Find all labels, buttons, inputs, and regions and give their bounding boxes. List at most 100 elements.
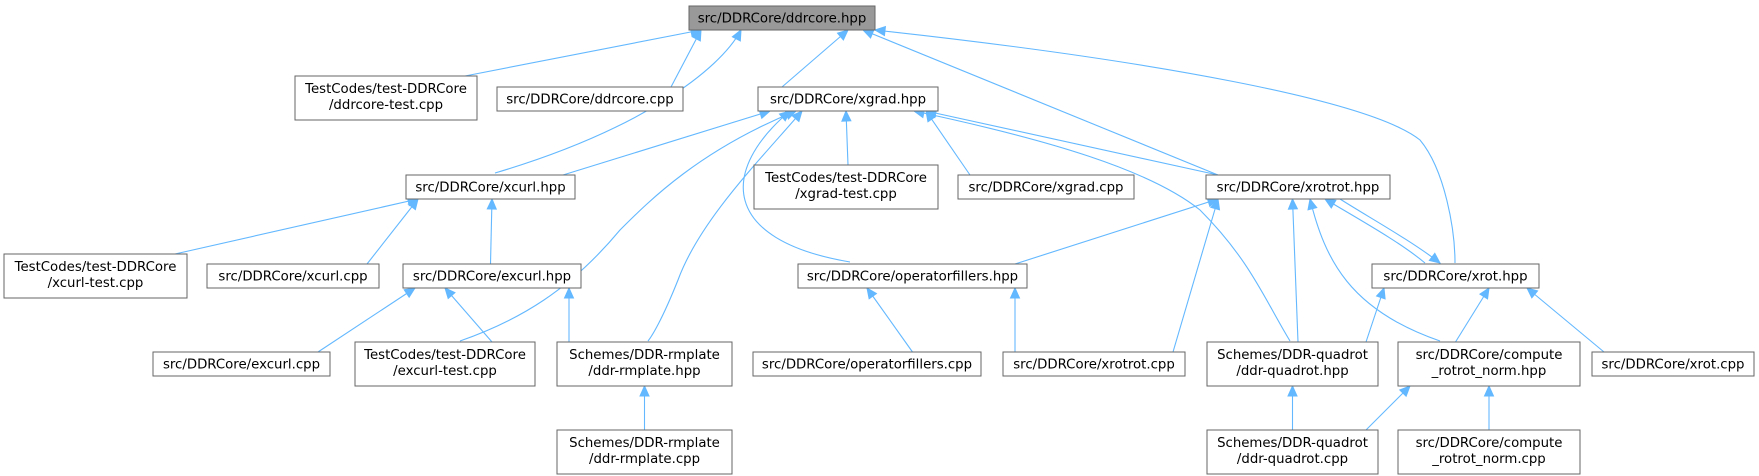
arrowhead-src-ddrcore-xrot-hpp [1375,286,1386,300]
node-box [752,351,982,377]
node-src-ddrcore-compute-rotrot-norm-cpp[interactable]: src/DDRCore/compute_rotrot_norm.cpp [1397,429,1581,475]
arrowhead-src-ddrcore-excurl-hpp [444,287,456,300]
node-label: src/DDRCore/xgrad.hpp [770,93,926,108]
node-label: TestCodes/test-DDRCore [363,348,526,363]
node-box [556,341,733,387]
node-box [354,341,536,387]
node-src-ddrcore-xgrad-cpp[interactable]: src/DDRCore/xgrad.cpp [957,174,1135,200]
edge-src-ddrcore-xgrad-hpp-includes-src-ddrcore-ddrcore-hpp [781,29,849,88]
node-label: /ddr-rmplate.cpp [589,452,700,467]
node-label: src/DDRCore/xcurl.cpp [218,270,367,285]
edge-testcodes-test-ddrcore-excurl-test-cpp-includes-src-ddrcore-excurl-hpp [444,287,493,343]
node-box [753,164,939,210]
node-box [206,263,380,289]
arrowhead-src-ddrcore-excurl-hpp [403,287,417,299]
node-label: src/DDRCore/compute [1416,436,1563,451]
edge-src-ddrcore-xrot-hpp-includes-src-ddrcore-xrotrot-hpp [1324,198,1426,264]
node-box [405,174,576,200]
node-box [496,86,684,112]
node-src-ddrcore-xcurl-hpp[interactable]: src/DDRCore/xcurl.hpp [405,174,576,200]
edge-src-ddrcore-xrotrot-hpp-includes-src-ddrcore-ddrcore-hpp [862,29,1219,176]
node-box [1397,341,1581,387]
node-src-ddrcore-xrot-cpp[interactable]: src/DDRCore/xrot.cpp [1591,351,1755,377]
node-box [1206,341,1379,387]
node-label: /xgrad-test.cpp [795,187,897,202]
node-src-ddrcore-ddrcore-cpp[interactable]: src/DDRCore/ddrcore.cpp [496,86,684,112]
node-testcodes-test-ddrcore-xgrad-test-cpp[interactable]: TestCodes/test-DDRCore/xgrad-test.cpp [753,164,939,210]
node-label: /xcurl-test.cpp [48,276,144,291]
node-label: /ddrcore-test.cpp [329,98,443,113]
edge-src-ddrcore-xcurl-cpp-includes-src-ddrcore-xcurl-hpp [366,198,419,265]
node-label: Schemes/DDR-quadrot [1217,436,1368,451]
node-label: src/DDRCore/operatorfillers.hpp [807,270,1018,285]
node-box [1205,174,1391,200]
node-box [556,429,733,475]
node-schemes-ddr-rmplate-ddr-rmplate-hpp[interactable]: Schemes/DDR-rmplate/ddr-rmplate.hpp [556,341,733,387]
node-label: /ddr-quadrot.cpp [1237,452,1348,467]
arrowhead-src-ddrcore-operatorfillers-hpp [1009,286,1021,299]
arrowhead-src-ddrcore-excurl-hpp [563,286,575,299]
node-box [1591,351,1755,377]
edge-src-ddrcore-xrotrot-hpp-includes-src-ddrcore-xrot-hpp [1339,198,1441,264]
node-src-ddrcore-operatorfillers-hpp[interactable]: src/DDRCore/operatorfillers.hpp [797,263,1028,289]
edge-testcodes-test-ddrcore-ddrcore-test-cpp-includes-src-ddrcore-ddrcore-hpp [464,29,702,77]
node-label: Schemes/DDR-quadrot [1217,348,1368,363]
node-testcodes-test-ddrcore-ddrcore-test-cpp[interactable]: TestCodes/test-DDRCore/ddrcore-test.cpp [294,75,478,121]
node-label: src/DDRCore/xrotrot.hpp [1217,181,1380,196]
arrowhead-src-ddrcore-ddrcore-hpp [873,25,887,37]
nodes-layer: src/DDRCore/ddrcore.hppTestCodes/test-DD… [3,5,1755,475]
arrowhead-src-ddrcore-operatorfillers-hpp [866,287,878,300]
node-label: _rotrot_norm.cpp [1431,452,1546,467]
node-schemes-ddr-quadrot-ddr-quadrot-hpp[interactable]: Schemes/DDR-quadrot/ddr-quadrot.hpp [1206,341,1379,387]
node-schemes-ddr-rmplate-ddr-rmplate-cpp[interactable]: Schemes/DDR-rmplate/ddr-rmplate.cpp [556,429,733,475]
node-testcodes-test-ddrcore-xcurl-test-cpp[interactable]: TestCodes/test-DDRCore/xcurl-test.cpp [3,253,188,299]
edge-src-ddrcore-excurl-cpp-includes-src-ddrcore-excurl-hpp [317,287,416,353]
edge-src-ddrcore-excurl-hpp-includes-src-ddrcore-xcurl-hpp [489,198,493,265]
node-src-ddrcore-xgrad-hpp[interactable]: src/DDRCore/xgrad.hpp [757,86,939,112]
edge-src-ddrcore-operatorfillers-cpp-includes-src-ddrcore-operatorfillers-hpp [866,287,913,353]
node-label: /excurl-test.cpp [393,364,497,379]
node-schemes-ddr-quadrot-ddr-quadrot-cpp[interactable]: Schemes/DDR-quadrot/ddr-quadrot.cpp [1206,429,1379,475]
arrowhead-src-ddrcore-xrotrot-hpp [1323,198,1337,209]
node-label: src/DDRCore/xgrad.cpp [969,181,1124,196]
node-label: src/DDRCore/excurl.hpp [413,270,571,285]
arrowhead-schemes-ddr-rmplate-ddr-rmplate-hpp [639,384,650,397]
node-src-ddrcore-ddrcore-hpp[interactable]: src/DDRCore/ddrcore.hpp [688,5,876,31]
arrowhead-src-ddrcore-xrotrot-hpp [1307,197,1318,211]
node-label: Schemes/DDR-rmplate [569,436,720,451]
node-label: /ddr-rmplate.hpp [588,364,700,379]
node-testcodes-test-ddrcore-excurl-test-cpp[interactable]: TestCodes/test-DDRCore/excurl-test.cpp [354,341,536,387]
node-box [152,351,331,377]
edge-testcodes-test-ddrcore-xcurl-test-cpp-includes-src-ddrcore-xcurl-hpp [174,198,419,255]
edge-src-ddrcore-compute-rotrot-norm-hpp-includes-src-ddrcore-xrot-hpp [1455,287,1490,343]
edge-src-ddrcore-ddrcore-cpp-includes-src-ddrcore-ddrcore-hpp [670,29,702,88]
node-label: src/DDRCore/xrot.cpp [1601,358,1744,373]
node-src-ddrcore-excurl-hpp[interactable]: src/DDRCore/excurl.hpp [402,263,582,289]
node-src-ddrcore-xrotrot-hpp[interactable]: src/DDRCore/xrotrot.hpp [1205,174,1391,200]
arrowhead-schemes-ddr-quadrot-ddr-quadrot-hpp [1287,384,1298,397]
node-label: /ddr-quadrot.hpp [1236,364,1348,379]
arrowhead-src-ddrcore-xrotrot-hpp [1287,197,1299,210]
node-src-ddrcore-xrotrot-cpp[interactable]: src/DDRCore/xrotrot.cpp [1002,351,1186,377]
node-box [688,5,876,31]
edges-layer [174,25,1605,431]
node-box [402,263,582,289]
node-src-ddrcore-xcurl-cpp[interactable]: src/DDRCore/xcurl.cpp [206,263,380,289]
node-label: src/DDRCore/operatorfillers.cpp [762,358,972,373]
node-box [1371,263,1540,289]
arrowhead-src-ddrcore-xrotrot-hpp [1209,197,1221,211]
arrowhead-src-ddrcore-xrot-hpp [1478,286,1490,300]
node-box [957,174,1135,200]
arrowhead-src-ddrcore-ddrcore-hpp [861,29,875,39]
node-label: src/DDRCore/compute [1416,348,1563,363]
node-src-ddrcore-xrot-hpp[interactable]: src/DDRCore/xrot.hpp [1371,263,1540,289]
node-src-ddrcore-excurl-cpp[interactable]: src/DDRCore/excurl.cpp [152,351,331,377]
node-box [1206,429,1379,475]
arrowhead-src-ddrcore-ddrcore-hpp [691,28,702,42]
node-src-ddrcore-operatorfillers-cpp[interactable]: src/DDRCore/operatorfillers.cpp [752,351,982,377]
edge-schemes-ddr-quadrot-ddr-quadrot-hpp-includes-src-ddrcore-xrotrot-hpp [1291,198,1299,343]
edge-schemes-ddr-rmplate-ddr-rmplate-hpp-includes-src-ddrcore-xgrad-hpp [647,110,803,342]
node-src-ddrcore-compute-rotrot-norm-hpp[interactable]: src/DDRCore/compute_rotrot_norm.hpp [1397,341,1581,387]
arrowhead-src-ddrcore-xcurl-hpp [486,197,498,210]
